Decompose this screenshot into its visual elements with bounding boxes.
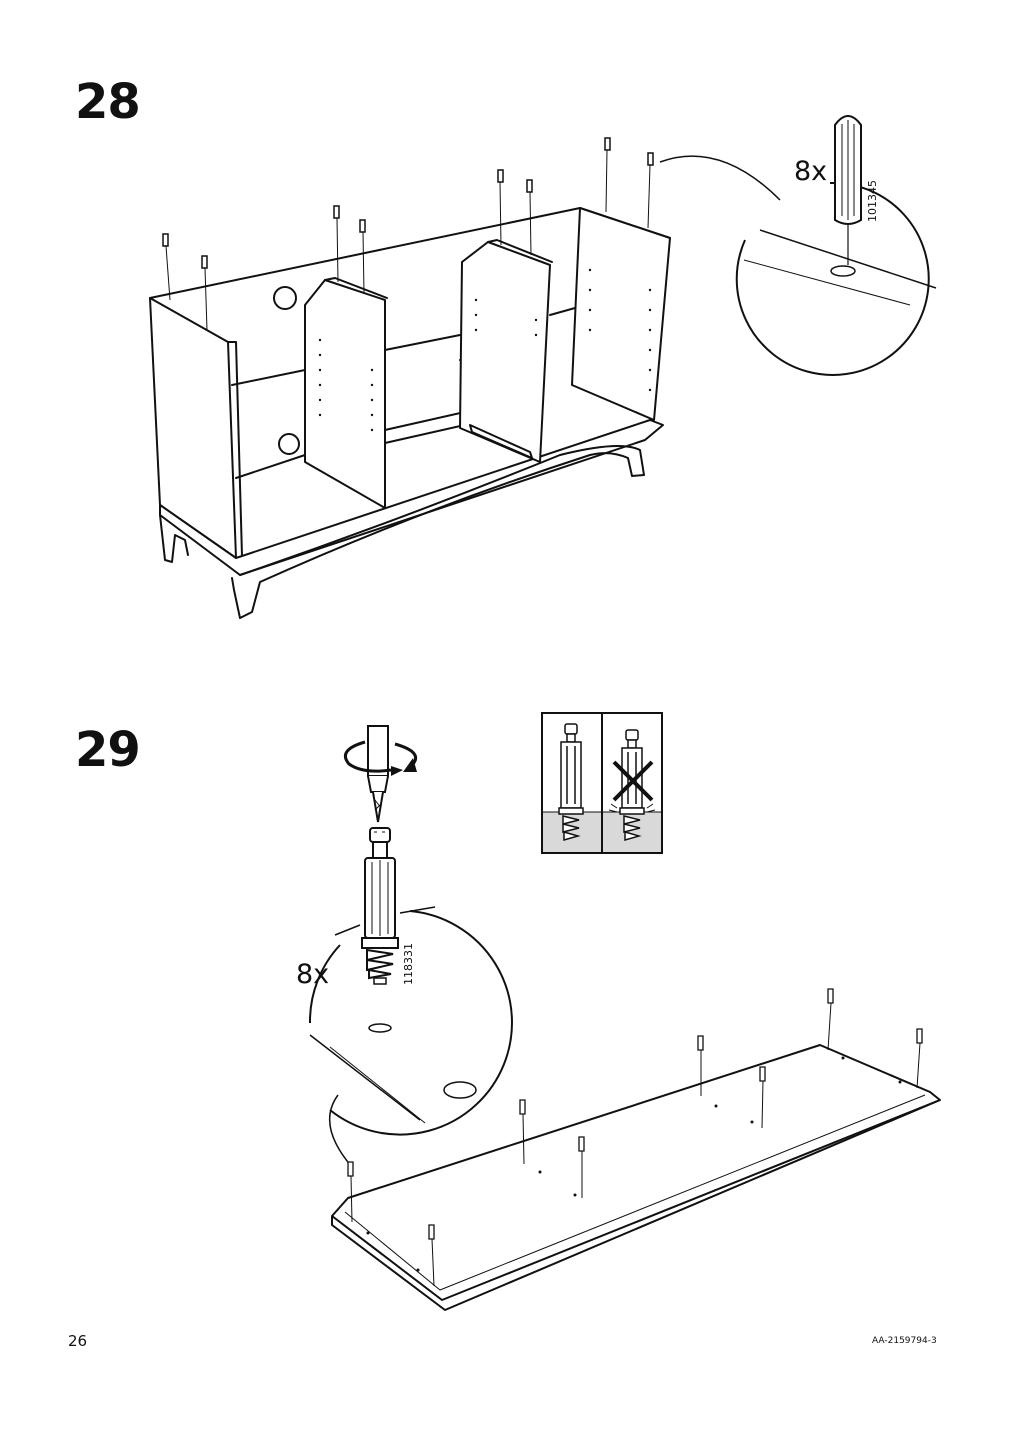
step-28-number: 28 bbox=[75, 74, 141, 130]
cabinet-carcass-illustration bbox=[0, 0, 1012, 640]
step-29-number: 29 bbox=[75, 722, 141, 778]
dowel-installation-guidance bbox=[541, 712, 663, 854]
dowel-overtightened-x-icon bbox=[609, 730, 655, 840]
step-29-dowel-quantity: 8x bbox=[296, 959, 330, 990]
document-code: AA-2159794-3 bbox=[872, 1336, 937, 1346]
dowel-fully-seated-icon bbox=[559, 724, 583, 840]
step-28-dowel-part-number: 101345 bbox=[866, 180, 879, 222]
step-28-dowel-quantity: 8x bbox=[794, 156, 828, 187]
cam-lock-dowel-icon bbox=[358, 826, 402, 986]
cam-dowel-detail-magnifier bbox=[300, 905, 540, 1175]
cabinet-top-board-illustration bbox=[0, 980, 1012, 1310]
screwdriver-clockwise-icon bbox=[335, 722, 425, 832]
page-number: 26 bbox=[68, 1332, 88, 1350]
wooden-dowel-icon bbox=[833, 110, 863, 270]
